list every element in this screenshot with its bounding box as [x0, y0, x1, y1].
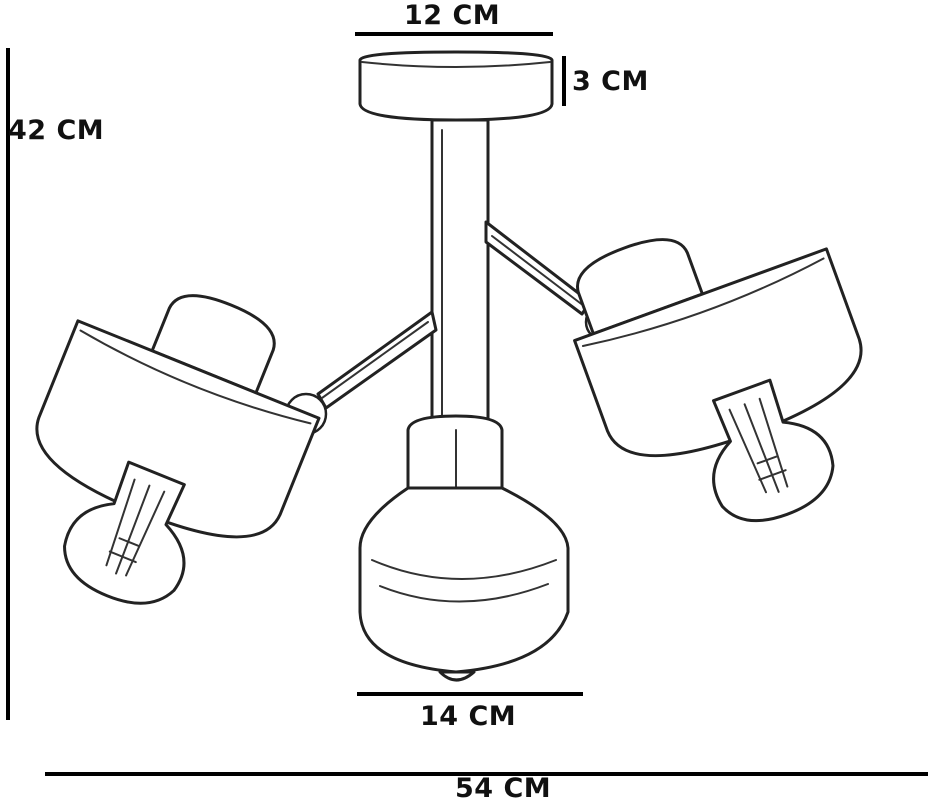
shade-width-label: 14 CM [420, 701, 517, 732]
center-shade [358, 414, 570, 682]
total-width-label: 54 CM [455, 773, 552, 804]
left-bulb [63, 460, 186, 605]
ceiling-canopy [358, 50, 554, 122]
right-bulb [712, 378, 835, 523]
right-shade [573, 238, 863, 523]
left-shade [35, 294, 321, 605]
total-height-label: 42 CM [8, 115, 105, 146]
central-stem [430, 118, 490, 442]
cap-height-label: 3 CM [572, 66, 649, 97]
top-width-label: 12 CM [404, 0, 501, 31]
